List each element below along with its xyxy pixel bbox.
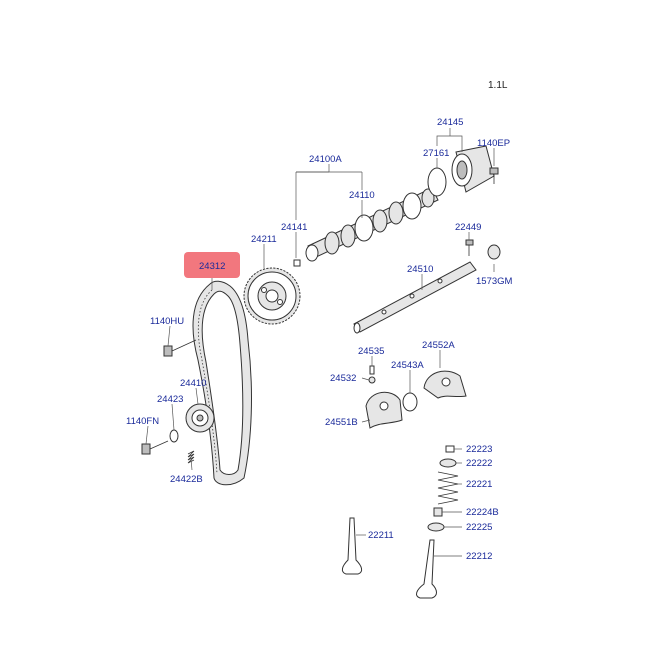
part-label-22211[interactable]: 22211 [368, 530, 394, 541]
part-label-24410[interactable]: 24410 [180, 378, 206, 389]
part-label-1573gm[interactable]: 1573GM [476, 276, 513, 287]
rocker-pin[interactable] [369, 365, 375, 375]
intake-valve[interactable] [341, 517, 363, 575]
valve-spring[interactable] [437, 471, 459, 505]
spring-retainer[interactable] [439, 458, 457, 468]
part-label-24141[interactable]: 24141 [281, 222, 307, 233]
valve-keeper[interactable] [445, 445, 455, 453]
part-label-24145[interactable]: 24145 [437, 117, 463, 128]
part-label-22222[interactable]: 22222 [466, 458, 492, 469]
part-label-22221[interactable]: 22221 [466, 479, 492, 490]
tensioner-spring[interactable] [187, 450, 195, 464]
timing-belt[interactable] [192, 280, 252, 486]
part-label-24552a[interactable]: 24552A [422, 340, 455, 351]
tensioner-pulley[interactable] [185, 403, 215, 433]
variant-label: 1.1L [488, 80, 508, 91]
part-label-24110[interactable]: 24110 [349, 190, 375, 201]
valve-seal[interactable] [433, 507, 443, 517]
washer-24423[interactable] [169, 429, 179, 443]
rocker-arm-24552a[interactable] [423, 370, 467, 399]
part-label-22225[interactable]: 22225 [466, 522, 492, 533]
part-label-22224b[interactable]: 22224B [466, 507, 499, 518]
spring-seat[interactable] [427, 522, 445, 532]
camshaft[interactable] [305, 187, 439, 262]
part-label-24535[interactable]: 24535 [358, 346, 384, 357]
part-label-24551b[interactable]: 24551B [325, 417, 358, 428]
exhaust-valve[interactable] [416, 539, 437, 599]
part-label-22212[interactable]: 22212 [466, 551, 492, 562]
bolt-1140ep[interactable] [489, 167, 499, 184]
part-label-24510[interactable]: 24510 [407, 264, 433, 275]
leader-lines [145, 128, 495, 557]
bolt-22449[interactable] [465, 239, 474, 256]
part-label-24312[interactable]: 24312 [199, 261, 225, 272]
rocker-ball[interactable] [368, 376, 376, 384]
part-label-22449[interactable]: 22449 [455, 222, 481, 233]
part-label-24532[interactable]: 24532 [330, 373, 356, 384]
bolt-1140hu[interactable] [163, 339, 197, 357]
part-label-24211[interactable]: 24211 [251, 234, 277, 245]
part-label-1140hu[interactable]: 1140HU [150, 316, 184, 327]
part-label-24423[interactable]: 24423 [157, 394, 183, 405]
camshaft-housing[interactable] [451, 145, 495, 193]
ring-24543a[interactable] [402, 392, 418, 412]
part-label-24100a[interactable]: 24100A [309, 154, 342, 165]
part-label-27161[interactable]: 27161 [423, 148, 449, 159]
plug-1573gm[interactable] [487, 244, 501, 260]
part-label-24422b[interactable]: 24422B [170, 474, 203, 485]
part-label-24543a[interactable]: 24543A [391, 360, 424, 371]
part-label-1140fn[interactable]: 1140FN [126, 416, 159, 427]
camshaft-sprocket[interactable] [243, 267, 301, 325]
o-ring[interactable] [427, 167, 447, 197]
rocker-arm-shaft[interactable] [353, 261, 477, 334]
part-label-22223[interactable]: 22223 [466, 444, 492, 455]
camshaft-pin[interactable] [293, 259, 301, 267]
rocker-arm-24551b[interactable] [365, 391, 403, 429]
highlight-box-24312 [184, 252, 240, 278]
part-label-1140ep[interactable]: 1140EP [477, 138, 510, 149]
